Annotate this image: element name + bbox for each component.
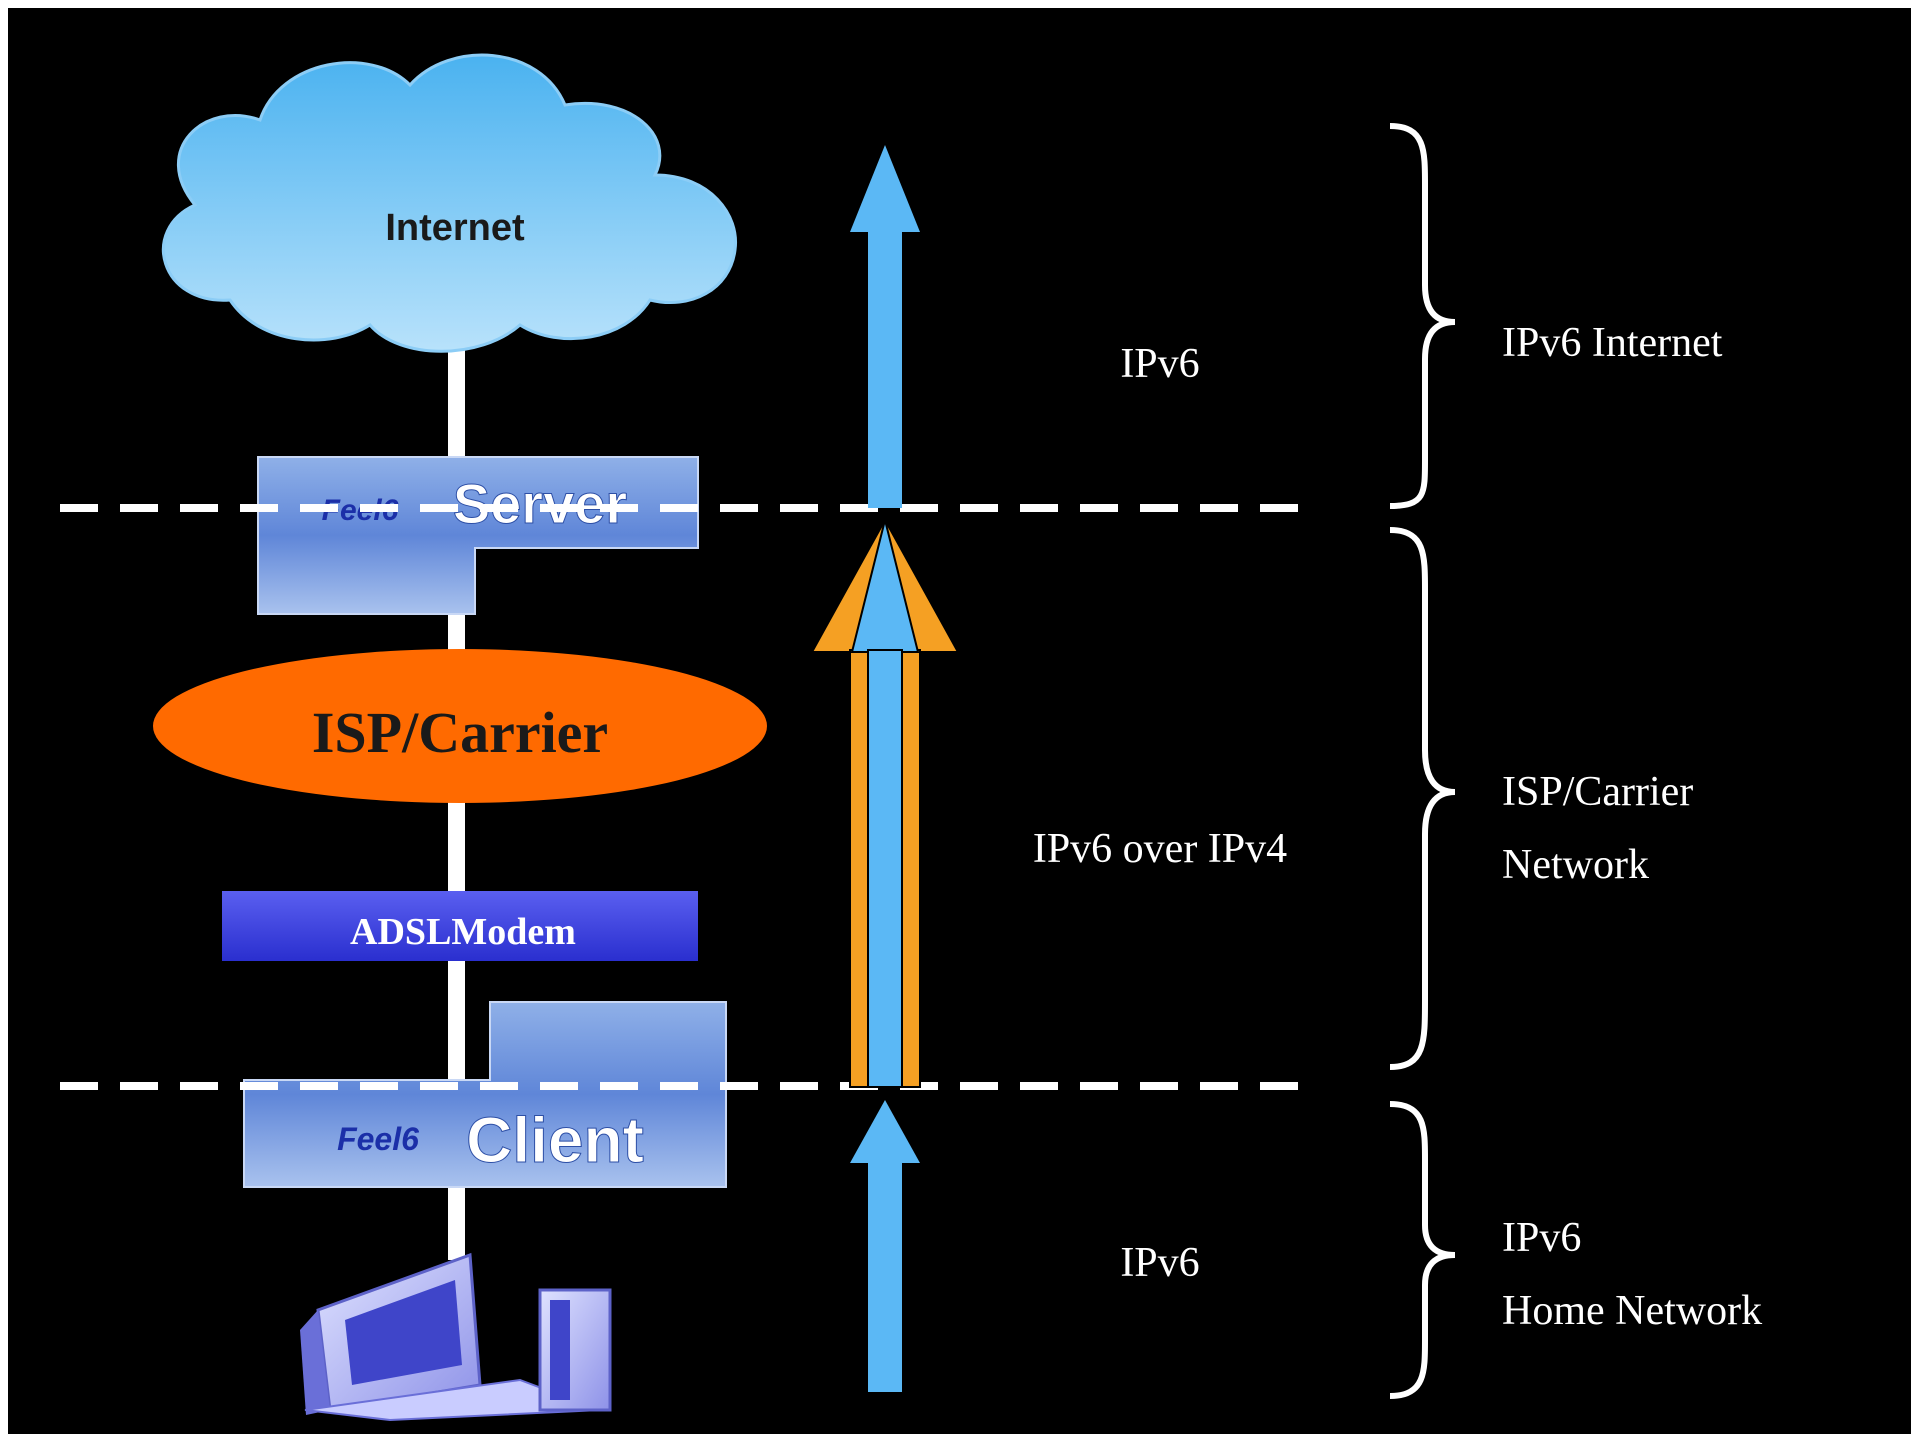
segment-label-home-line1: IPv6 (1502, 1215, 1581, 1261)
client-logo: Feel6 (337, 1121, 419, 1157)
flow-label-bottom: IPv6 (1120, 1240, 1199, 1286)
internet-label: Internet (385, 207, 525, 249)
ipv6-internet-arrow (850, 145, 920, 508)
brace-home (1389, 1101, 1456, 1399)
flow-label-middle: IPv6 over IPv4 (1033, 826, 1287, 872)
segment-label-carrier-line2: Network (1502, 842, 1649, 888)
server-node: Feel6 Server (257, 456, 699, 615)
client-label: Client (466, 1104, 644, 1176)
adsl-modem-label: ADSLModem (350, 911, 576, 953)
flow-label-top: IPv6 (1120, 341, 1199, 387)
computer-icon (300, 1252, 612, 1422)
isp-carrier-label: ISP/Carrier (312, 700, 608, 765)
brace-carrier (1389, 527, 1456, 1070)
segment-label-home-line2: Home Network (1502, 1288, 1762, 1334)
client-node: Feel6 Client (243, 1001, 727, 1188)
ipv6-over-ipv4-arrow (810, 517, 960, 1088)
brace-internet (1389, 123, 1456, 509)
internet-cloud: Internet (161, 53, 738, 353)
ipv6-home-arrow (850, 1100, 920, 1392)
adsl-modem-node: ADSLModem (222, 891, 698, 961)
server-label: Server (453, 472, 627, 535)
segment-label-internet: IPv6 Internet (1502, 320, 1723, 366)
segment-label-carrier-line1: ISP/Carrier (1502, 769, 1693, 815)
isp-carrier-node: ISP/Carrier (153, 649, 767, 803)
